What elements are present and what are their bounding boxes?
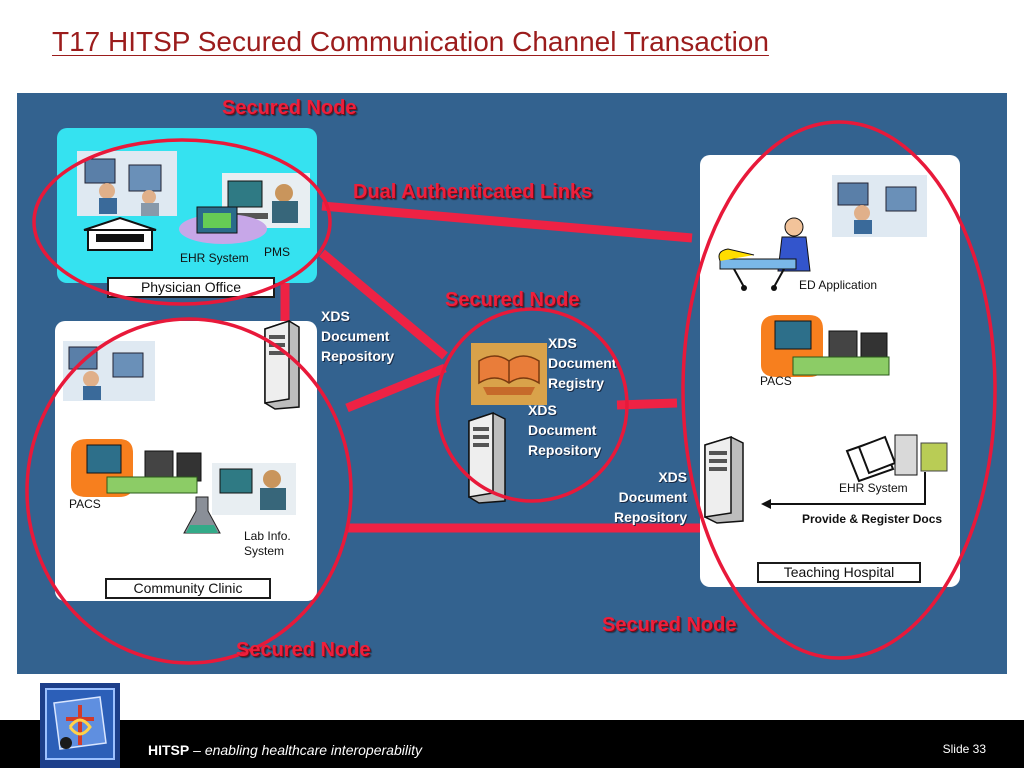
ring-teaching-hospital bbox=[681, 120, 997, 660]
clinic-workstation-image bbox=[63, 341, 155, 401]
secured-node-title-center: Secured Node bbox=[445, 289, 580, 311]
registry-book-icon bbox=[471, 343, 547, 405]
footer-bar: HITSP – enabling healthcare interoperabi… bbox=[0, 720, 1024, 768]
provide-register-arrow bbox=[761, 472, 926, 509]
dual-links-label: Dual Authenticated Links bbox=[353, 181, 593, 203]
hospital-workstation-image bbox=[832, 175, 927, 237]
center-repository-label: XDS Document Repository bbox=[528, 402, 602, 458]
link-office-center bbox=[319, 249, 448, 360]
hospital-repository-label: XDS Document Repository bbox=[614, 469, 688, 525]
footer-brand-name: HITSP bbox=[148, 742, 190, 758]
ring-center bbox=[435, 307, 629, 503]
ambulance-stretcher-icon bbox=[718, 217, 811, 291]
slide-title: T17 HITSP Secured Communication Channel … bbox=[52, 26, 769, 57]
community-clinic-label: Community Clinic bbox=[105, 578, 271, 599]
ehr-system-image bbox=[179, 206, 267, 244]
clinic-repository-label: XDS Document Repository bbox=[321, 308, 395, 364]
footer-separator: – bbox=[189, 742, 205, 758]
link-office-hospital bbox=[321, 201, 693, 243]
hospital-ehr-system-image bbox=[845, 434, 948, 483]
secured-node-title-right: Secured Node bbox=[602, 614, 737, 636]
physician-office-label: Physician Office bbox=[107, 277, 275, 298]
footer-tagline-text: enabling healthcare interoperability bbox=[204, 742, 422, 758]
secured-node-rings bbox=[25, 120, 997, 665]
hitsp-logo-icon bbox=[40, 683, 120, 768]
registry-label: XDS Document Registry bbox=[548, 335, 617, 391]
clinic-pacs-label: PACS bbox=[69, 497, 101, 511]
secured-node-title-bottom: Secured Node bbox=[236, 639, 371, 661]
link-clinic-center bbox=[345, 363, 447, 413]
footer-tagline: HITSP – enabling healthcare interoperabi… bbox=[148, 742, 422, 758]
provide-register-label: Provide & Register Docs bbox=[802, 512, 943, 526]
ed-application-label: ED Application bbox=[799, 278, 878, 292]
hospital-pacs-label: PACS bbox=[760, 374, 792, 388]
lab-info-system-image bbox=[183, 463, 296, 534]
ring-community-clinic bbox=[25, 317, 353, 665]
hospital-pacs-image bbox=[761, 315, 890, 377]
clinic-pacs-image bbox=[71, 439, 202, 497]
workstation-image bbox=[77, 151, 177, 216]
pms-label: PMS bbox=[264, 245, 291, 259]
ehr-system-label: EHR System bbox=[180, 251, 249, 265]
center-repository-server-icon bbox=[468, 411, 506, 504]
secured-node-title-top: Secured Node bbox=[222, 97, 357, 119]
diagram-canvas: EHR System PMS Physician Office PACS Lab… bbox=[17, 93, 1007, 674]
dual-links bbox=[280, 201, 702, 533]
lab-info-label: Lab Info. System bbox=[244, 529, 291, 558]
office-building-icon bbox=[83, 216, 157, 251]
ring-physician-office bbox=[32, 138, 332, 306]
hospital-repository-server-icon bbox=[704, 435, 744, 524]
teaching-hospital-label: Teaching Hospital bbox=[757, 562, 921, 583]
hospital-ehr-label: EHR System bbox=[839, 481, 908, 495]
slide-number: Slide 33 bbox=[942, 742, 986, 756]
